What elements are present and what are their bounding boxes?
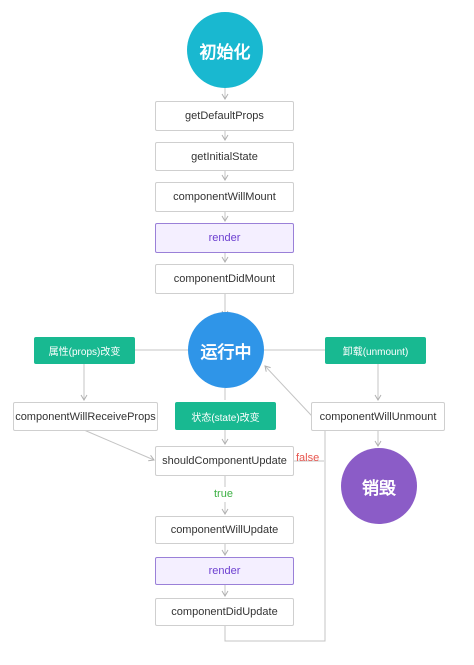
should-component-update-box: shouldComponentUpdate bbox=[155, 446, 294, 476]
component-did-mount-box: componentDidMount bbox=[155, 264, 294, 294]
true-label: true bbox=[214, 488, 233, 500]
destroy-circle: 销毁 bbox=[341, 448, 417, 524]
running-circle: 运行中 bbox=[188, 312, 264, 388]
component-will-mount-box: componentWillMount bbox=[155, 182, 294, 212]
component-will-update-box: componentWillUpdate bbox=[155, 516, 294, 544]
component-will-receive-props-box: componentWillReceiveProps bbox=[13, 402, 158, 431]
init-circle: 初始化 bbox=[187, 12, 263, 88]
render-update-box: render bbox=[155, 557, 294, 585]
state-change-tag: 状态(state)改变 bbox=[175, 402, 276, 430]
get-default-props-box: getDefaultProps bbox=[155, 101, 294, 131]
render-mount-box: render bbox=[155, 223, 294, 253]
get-initial-state-box: getInitialState bbox=[155, 142, 294, 171]
component-will-unmount-box: componentWillUnmount bbox=[311, 402, 445, 431]
unmount-tag: 卸载(unmount) bbox=[325, 337, 426, 364]
component-did-update-box: componentDidUpdate bbox=[155, 598, 294, 626]
false-label: false bbox=[296, 452, 320, 464]
props-change-tag: 属性(props)改变 bbox=[34, 337, 135, 364]
